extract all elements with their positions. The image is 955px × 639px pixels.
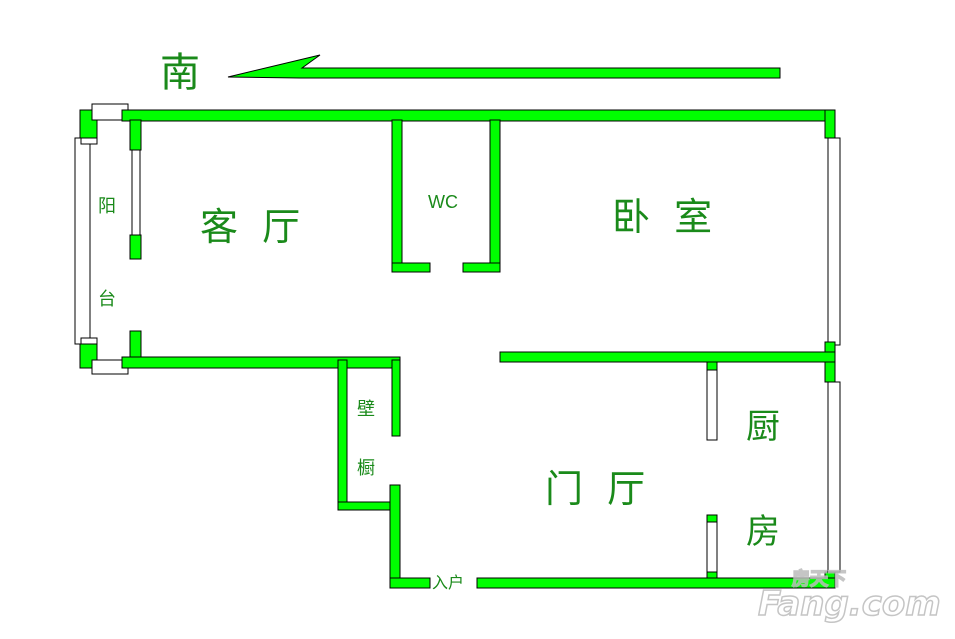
entrance-label: 入户 [432,573,464,592]
living-room-label: 客 厅 [200,205,300,249]
closet-label-1: 壁 [357,399,375,420]
kitchen-label-2: 房 [746,512,780,552]
walls [74,103,841,589]
balcony-label-1: 阳 [98,196,116,217]
kitchen-label-1: 厨 [746,407,780,447]
watermark-cn: 房天下 [792,568,846,590]
foyer-label: 门 厅 [545,467,645,511]
closet-label-2: 橱 [357,458,375,479]
watermark-en: Fang.com [758,584,941,624]
balcony-label-2: 台 [98,289,116,310]
watermark: 房天下 Fang.com [757,567,941,625]
wc-label: WC [428,192,458,212]
bedroom-label: 卧 室 [612,195,712,239]
south-arrow-icon [227,54,781,79]
compass-label: 南 [160,50,200,96]
room-labels: 客 厅 卧 室 WC 阳 台 壁 橱 门 厅 厨 房 入户 [98,192,780,592]
